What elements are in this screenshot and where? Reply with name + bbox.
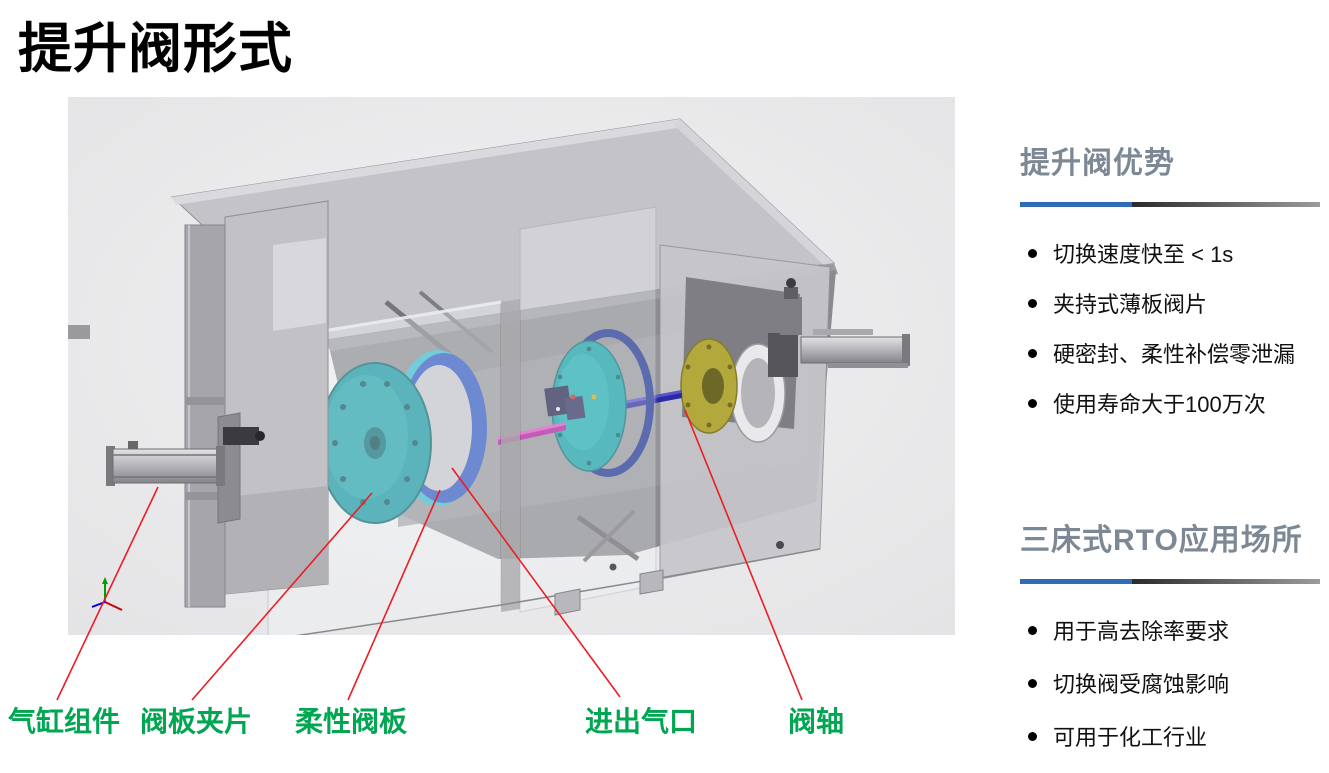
clamp-valve-plate-disc <box>304 362 432 524</box>
part-label-valve-shaft: 阀轴 <box>788 706 845 737</box>
list-item: 切换阀受腐蚀影响 <box>1020 667 1322 699</box>
bullet-icon <box>1028 731 1037 741</box>
heading-underline <box>1020 202 1320 207</box>
application-text: 可用于化工行业 <box>1053 725 1208 750</box>
advantage-text: 切换速度快至 < 1s <box>1053 242 1234 267</box>
underline-dark-segment <box>1132 579 1320 584</box>
list-item: 用于高去除率要求 <box>1020 614 1322 646</box>
part-label-valve-plate-clip: 阀板夹片 <box>140 706 253 737</box>
underline-blue-segment <box>1020 202 1132 207</box>
advantages-list: 切换速度快至 < 1s 夹持式薄板阀片 硬密封、柔性补偿零泄漏 使用寿命大于10… <box>1020 237 1322 419</box>
bullet-icon <box>1028 398 1037 408</box>
underline-blue-segment <box>1020 579 1132 584</box>
list-item: 切换速度快至 < 1s <box>1020 237 1322 269</box>
application-section: 三床式RTO应用场所 用于高去除率要求 切换阀受腐蚀影响 可用于化工行业 <box>1020 515 1322 773</box>
page-title: 提升阀形式 <box>18 19 293 79</box>
list-item: 夹持式薄板阀片 <box>1020 287 1322 319</box>
info-sidebar: 提升阀优势 切换速度快至 < 1s 夹持式薄板阀片 硬密封、柔性补偿零泄漏 使用… <box>1020 0 1322 762</box>
list-item: 硬密封、柔性补偿零泄漏 <box>1020 337 1322 369</box>
part-label-cylinder-assembly: 气缸组件 <box>8 706 121 737</box>
application-text: 用于高去除率要求 <box>1053 619 1230 644</box>
cad-viewport <box>68 97 955 635</box>
list-item: 使用寿命大于100万次 <box>1020 387 1322 419</box>
part-label-air-inlet-outlet: 进出气口 <box>585 706 698 737</box>
advantage-text: 使用寿命大于100万次 <box>1053 392 1266 417</box>
valve-assembly-3d-model <box>68 97 955 635</box>
underline-dark-segment <box>1132 202 1320 207</box>
bullet-icon <box>1028 625 1037 635</box>
advantages-section: 提升阀优势 切换速度快至 < 1s 夹持式薄板阀片 硬密封、柔性补偿零泄漏 使用… <box>1020 138 1322 437</box>
advantages-heading: 提升阀优势 <box>1020 147 1175 180</box>
heading-underline <box>1020 579 1320 584</box>
advantage-text: 硬密封、柔性补偿零泄漏 <box>1053 342 1296 367</box>
application-text: 切换阀受腐蚀影响 <box>1053 672 1230 697</box>
application-list: 用于高去除率要求 切换阀受腐蚀影响 可用于化工行业 <box>1020 614 1322 752</box>
yellow-flange-disc <box>680 338 738 434</box>
part-label-flexible-valve-plate: 柔性阀板 <box>295 706 408 737</box>
application-heading: 三床式RTO应用场所 <box>1020 524 1303 557</box>
bullet-icon <box>1028 248 1037 258</box>
cylinder-actuator-right <box>768 278 910 377</box>
bullet-icon <box>1028 678 1037 688</box>
advantage-text: 夹持式薄板阀片 <box>1053 292 1208 317</box>
bullet-icon <box>1028 348 1037 358</box>
list-item: 可用于化工行业 <box>1020 720 1322 752</box>
bullet-icon <box>1028 298 1037 308</box>
